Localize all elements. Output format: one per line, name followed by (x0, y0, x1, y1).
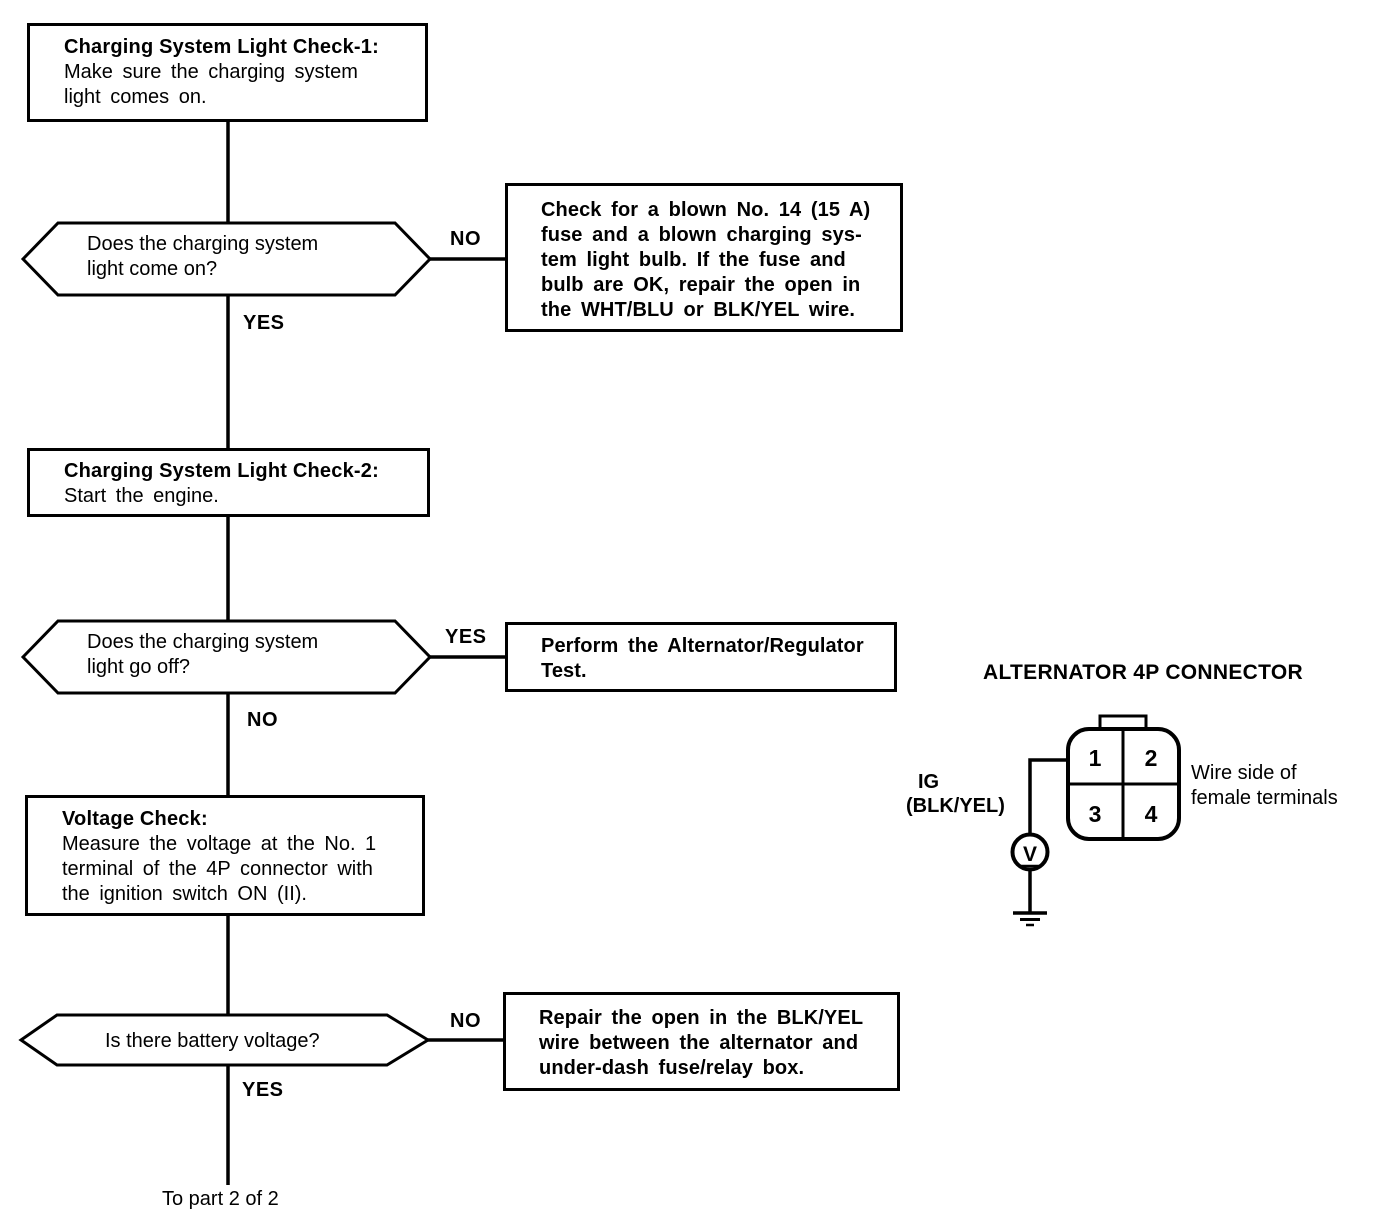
wire-label-ig: IG (918, 771, 940, 793)
action-box-alternator-test: Perform the Alternator/Regulator Test. (505, 622, 897, 692)
voltmeter-symbol: V (1023, 843, 1037, 866)
side-note-line-2: female terminals (1191, 787, 1338, 809)
action-box-repair-wire: Repair the open in the BLK/YEL wire betw… (503, 992, 900, 1091)
question-line: Does the charging system (87, 233, 319, 255)
question-line: Is there battery voltage? (105, 1030, 320, 1052)
question-line: light go off? (87, 656, 191, 678)
branch-label-yes-1: YES (243, 312, 285, 334)
question-line: Does the charging system (87, 631, 319, 653)
process-box-title: Voltage Check: (62, 808, 208, 830)
action-text-line: the WHT/BLU or BLK/YEL wire. (541, 299, 855, 321)
ground-icon (1013, 911, 1047, 927)
action-text-line: wire between the alternator and (539, 1032, 859, 1054)
action-text-line: bulb are OK, repair the open in (541, 274, 861, 296)
process-box-voltage-check: Voltage Check: Measure the voltage at th… (25, 795, 425, 916)
connector-drawing: 1 2 3 4 V (1010, 714, 1181, 927)
action-text-line: Repair the open in the BLK/YEL (539, 1007, 864, 1029)
process-box-text-line: Measure the voltage at the No. 1 (62, 833, 377, 855)
process-box-text-line: terminal of the 4P connector with (62, 858, 373, 880)
action-text-line: Perform the Alternator/Regulator (541, 635, 864, 657)
action-text-line: tem light bulb. If the fuse and (541, 249, 846, 271)
continuation-label: To part 2 of 2 (162, 1188, 279, 1210)
process-box-text-line: light comes on. (64, 86, 207, 108)
question-line: light come on? (87, 258, 218, 280)
pin-label-1: 1 (1089, 745, 1102, 771)
process-box-light-check-1: Charging System Light Check-1: Make sure… (27, 23, 428, 122)
process-box-text-line: Start the engine. (64, 485, 219, 507)
branch-label-no-3: NO (450, 1010, 481, 1032)
process-box-text-line: the ignition switch ON (II). (62, 883, 307, 905)
branch-label-yes-3: YES (242, 1079, 284, 1101)
wire-label-color: (BLK/YEL) (906, 795, 1005, 817)
action-text-line: Check for a blown No. 14 (15 A) (541, 199, 871, 221)
process-box-text-line: Make sure the charging system (64, 61, 358, 83)
decision-hexagons (18, 221, 433, 1067)
decision-question-3: Is there battery voltage? (105, 1029, 320, 1054)
voltmeter-icon (1010, 832, 1050, 872)
connector-diagram-title: ALTERNATOR 4P CONNECTOR (983, 661, 1303, 684)
decision-question-2: Does the charging system light go off? (87, 630, 318, 680)
side-note-line-1: Wire side of (1191, 762, 1297, 784)
decision-hexagon-2 (20, 619, 433, 695)
branch-label-no-2: NO (247, 709, 278, 731)
action-box-fuse-check: Check for a blown No. 14 (15 A) fuse and… (505, 183, 903, 332)
action-text-line: under-dash fuse/relay box. (539, 1057, 805, 1079)
process-box-title: Charging System Light Check-2: (64, 460, 379, 482)
branch-label-yes-2: YES (445, 626, 487, 648)
branch-lines (426, 257, 507, 1042)
pin-label-2: 2 (1145, 745, 1158, 771)
pin-label-4: 4 (1145, 801, 1158, 827)
action-text-line: fuse and a blown charging sys- (541, 224, 862, 246)
decision-hexagon-3 (18, 1013, 431, 1067)
test-wire (1028, 758, 1068, 835)
action-text-line: Test. (541, 660, 587, 682)
process-box-light-check-2: Charging System Light Check-2: Start the… (27, 448, 430, 517)
pin-label-3: 3 (1089, 801, 1102, 827)
decision-question-1: Does the charging system light come on? (87, 232, 318, 282)
branch-label-no-1: NO (450, 228, 481, 250)
decision-hexagon-1 (20, 221, 433, 297)
process-box-title: Charging System Light Check-1: (64, 36, 379, 58)
